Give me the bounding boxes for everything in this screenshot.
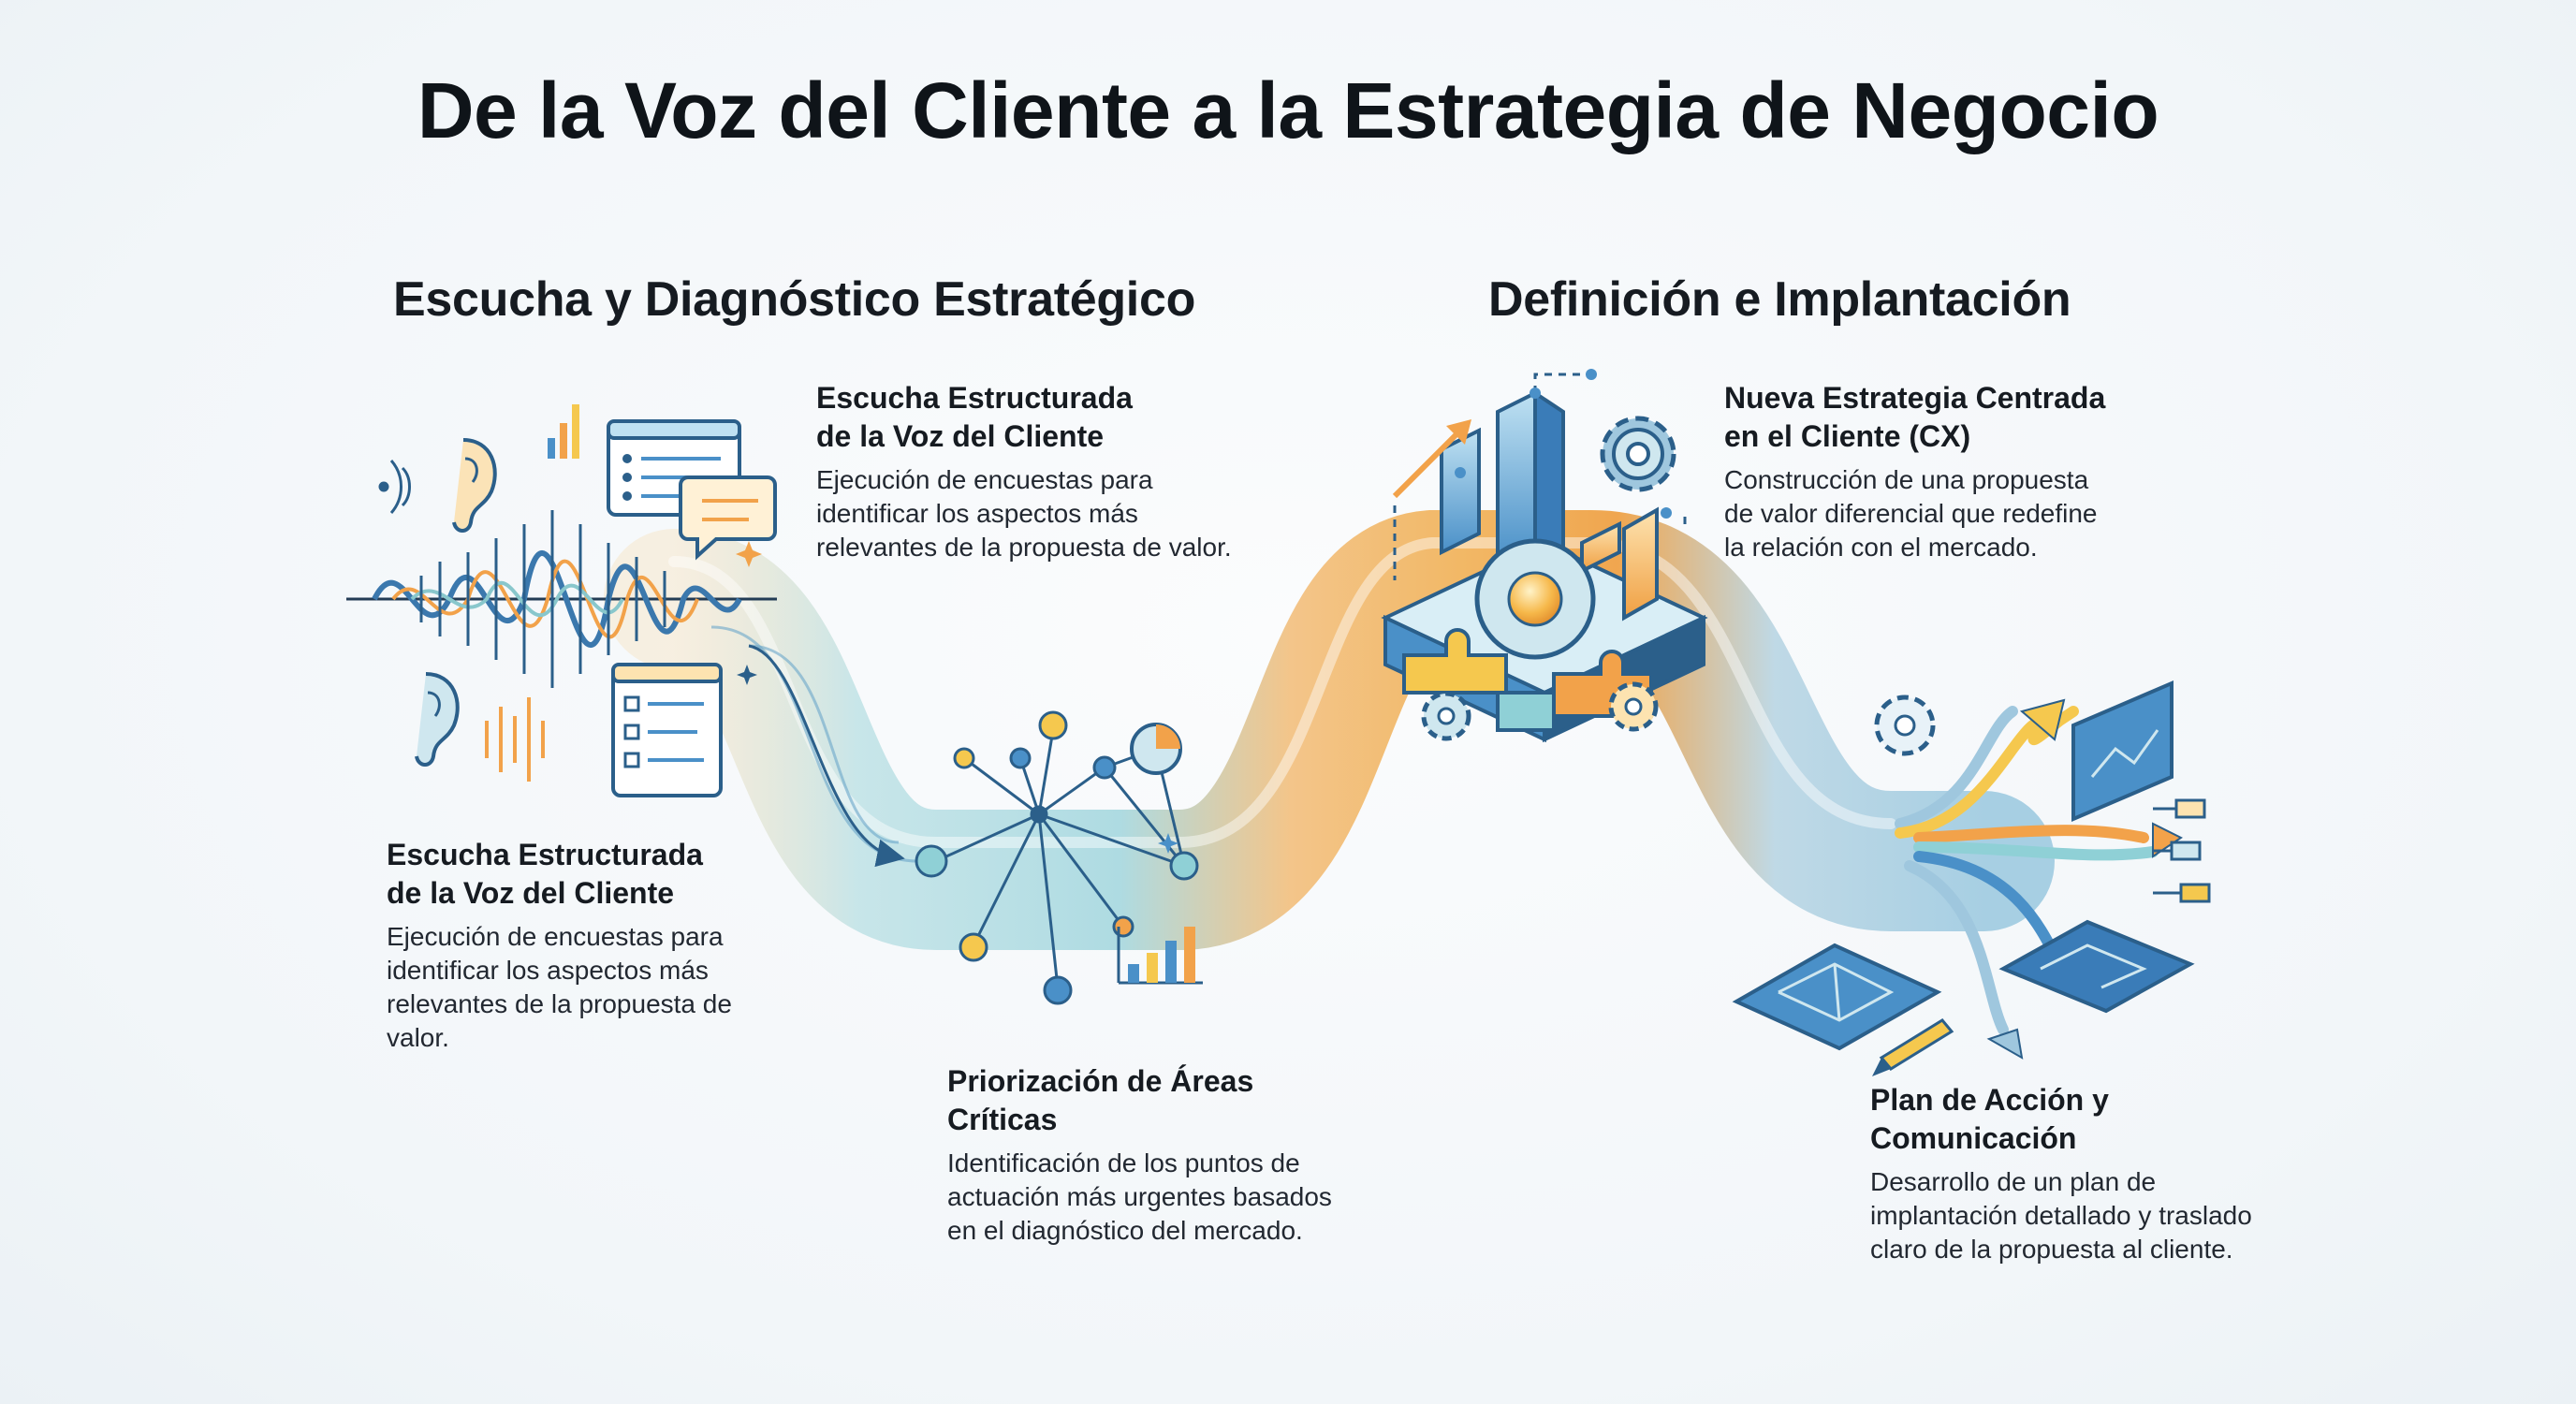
- flow-arrow: [748, 644, 905, 868]
- sparkle-icons: [736, 541, 1178, 854]
- step-desc-line: identificar los aspectos más: [387, 956, 709, 985]
- step-block-voice-bottom: Escucha Estructurada de la Voz del Clien…: [387, 836, 798, 1055]
- section-title-definition: Definición e Implantación: [1488, 272, 2071, 327]
- step-title-line: Críticas: [947, 1103, 1058, 1136]
- step-title-voice-top: Escucha Estructurada de la Voz del Clien…: [816, 379, 1340, 456]
- step-title-new-strategy: Nueva Estrategia Centrada en el Cliente …: [1724, 379, 2211, 456]
- step-desc-new-strategy: Construcción de una propuesta de valor d…: [1724, 463, 2211, 564]
- blueprint-icon: [2071, 680, 2174, 823]
- step-title-line: Escucha Estructurada: [816, 381, 1133, 415]
- step-title-line: en el Cliente (CX): [1724, 419, 1971, 453]
- step-desc-action-plan: Desarrollo de un plan de implantación de…: [1870, 1165, 2357, 1266]
- chat-bubble-icon: [679, 475, 777, 561]
- step-desc-prioritization: Identificación de los puntos de actuació…: [947, 1147, 1434, 1248]
- step-desc-line: de valor diferencial que redefine: [1724, 499, 2098, 528]
- flow-ribbon: [604, 510, 2055, 950]
- flowchart-icon: [2153, 798, 2211, 903]
- step-desc-line: la relación con el mercado.: [1724, 533, 2038, 562]
- step-desc-line: relevantes de la propuesta de valor.: [816, 533, 1232, 562]
- step-title-action-plan: Plan de Acción y Comunicación: [1870, 1081, 2357, 1158]
- step-desc-line: claro de la propuesta al cliente.: [1870, 1235, 2233, 1264]
- sound-waves-small-icon: [378, 460, 411, 514]
- dotted-connectors: [1393, 373, 1687, 580]
- strategy-cluster-icon: [1381, 389, 1708, 743]
- step-block-voice-top: Escucha Estructurada de la Voz del Clien…: [816, 379, 1340, 564]
- step-desc-line: valor.: [387, 1023, 449, 1052]
- step-title-line: Comunicación: [1870, 1121, 2077, 1155]
- growth-arrow-icon: [1392, 419, 1471, 499]
- step-block-prioritization: Priorización de Áreas Críticas Identific…: [947, 1062, 1434, 1248]
- diverging-arrows: [1895, 706, 2159, 1035]
- gear-icon-right: [1874, 695, 1936, 756]
- gear-icon-small: [1421, 691, 1471, 741]
- step-desc-line: Construcción de una propuesta: [1724, 465, 2089, 494]
- step-title-line: de la Voz del Cliente: [387, 876, 675, 910]
- ear-icon-2: [415, 672, 460, 767]
- step-block-action-plan: Plan de Acción y Comunicación Desarrollo…: [1870, 1081, 2357, 1266]
- step-desc-line: relevantes de la propuesta de: [387, 989, 732, 1018]
- step-desc-line: Ejecución de encuestas para: [816, 465, 1153, 494]
- sound-wave-icon: [346, 510, 777, 688]
- survey-form-icon-2: [611, 663, 723, 797]
- step-desc-line: en el diagnóstico del mercado.: [947, 1216, 1303, 1245]
- step-desc-line: actuación más urgentes basados: [947, 1182, 1332, 1211]
- step-title-line: Escucha Estructurada: [387, 838, 703, 871]
- step-desc-line: implantación detallado y traslado: [1870, 1201, 2252, 1230]
- audio-bars-icon: [485, 697, 545, 782]
- gear-icon: [1600, 416, 1676, 492]
- step-desc-line: Desarrollo de un plan de: [1870, 1167, 2157, 1196]
- step-title-line: Plan de Acción y: [1870, 1083, 2109, 1117]
- pencil-icon: [1872, 1018, 1954, 1076]
- step-desc-line: identificar los aspectos más: [816, 499, 1138, 528]
- bar-chart-icon: [1117, 927, 1203, 985]
- step-desc-voice-top: Ejecución de encuestas para identificar …: [816, 463, 1340, 564]
- main-title: De la Voz del Cliente a la Estrategia de…: [417, 66, 2159, 154]
- step-block-new-strategy: Nueva Estrategia Centrada en el Cliente …: [1724, 379, 2211, 564]
- blueprint-icon-2: [1732, 943, 1942, 1051]
- step-desc-line: Ejecución de encuestas para: [387, 922, 724, 951]
- bar-chart-small-icon: [548, 404, 579, 459]
- step-title-prioritization: Priorización de Áreas Críticas: [947, 1062, 1434, 1139]
- step-title-line: de la Voz del Cliente: [816, 419, 1105, 453]
- step-desc-voice-bottom: Ejecución de encuestas para identificar …: [387, 920, 798, 1055]
- section-title-listening: Escucha y Diagnóstico Estratégico: [393, 272, 1196, 327]
- step-title-line: Nueva Estrategia Centrada: [1724, 381, 2106, 415]
- ear-icon: [452, 438, 497, 533]
- step-desc-line: Identificación de los puntos de: [947, 1148, 1300, 1177]
- blueprint-icon-3: [1998, 919, 2195, 1014]
- step-title-voice-bottom: Escucha Estructurada de la Voz del Clien…: [387, 836, 798, 913]
- connector-dots: [1455, 369, 1672, 519]
- step-title-line: Priorización de Áreas: [947, 1064, 1254, 1098]
- network-graph-icon: [915, 710, 1199, 1005]
- gear-icon-orange: [1608, 681, 1659, 732]
